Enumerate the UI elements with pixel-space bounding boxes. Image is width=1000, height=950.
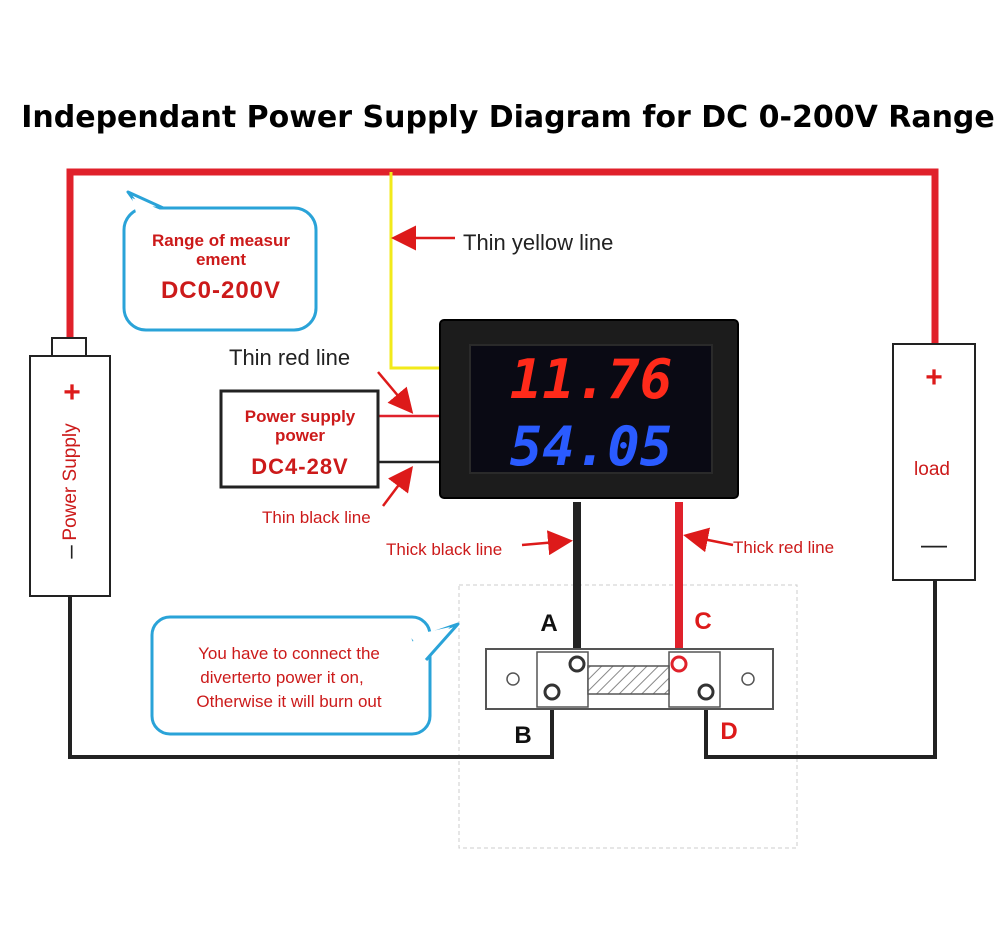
thick-black-label: Thick black line <box>386 540 502 559</box>
shunt-resistor <box>485 648 774 710</box>
supply-minus-sign: – <box>57 545 84 559</box>
thin-black-label: Thin black line <box>262 508 371 527</box>
power-supply-battery: + Power Supply – <box>29 337 111 597</box>
current-readout: 54.05 <box>510 415 673 478</box>
supply-plus-sign: + <box>63 376 81 409</box>
range-bubble-value: DC0-200V <box>161 277 281 304</box>
supply-label: Power Supply <box>60 423 81 541</box>
thin-yellow-wire <box>389 172 442 370</box>
power-box-line1: Power supply <box>245 407 356 426</box>
terminal-c <box>670 655 688 673</box>
range-bubble-line2: ement <box>196 250 246 269</box>
load-label: load <box>914 459 950 480</box>
power-box-value: DC4-28V <box>251 454 348 479</box>
thick-red-arrow <box>683 527 734 553</box>
range-bubble: Range of measur ement DC0-200V <box>122 190 318 332</box>
thick-red-label: Thick red line <box>733 538 834 557</box>
terminal-a <box>568 655 586 673</box>
thin-red-arrow <box>377 371 414 414</box>
range-bubble-line1: Range of measur <box>152 231 290 250</box>
warning-bubble: You have to connect the diverterto power… <box>150 615 460 736</box>
point-c-label: C <box>694 608 711 635</box>
terminal-b <box>543 683 561 701</box>
load-minus-sign: — <box>921 529 947 559</box>
diagram-title: Independant Power Supply Diagram for DC … <box>21 100 995 135</box>
thin-yellow-label: Thin yellow line <box>463 230 613 255</box>
supply-negative-wire <box>68 596 554 759</box>
voltage-readout: 11.76 <box>510 348 673 411</box>
warning-line2: diverterto power it on, <box>200 668 363 687</box>
load-box: + load — <box>892 343 976 581</box>
thin-black-arrow <box>382 466 413 507</box>
point-d-label: D <box>720 718 737 745</box>
point-a-label: A <box>540 610 557 637</box>
shunt-dashed-outline <box>458 584 798 849</box>
volt-amp-meter: 11.76 54.05 <box>439 319 739 499</box>
point-b-label: B <box>514 722 531 749</box>
thin-red-label: Thin red line <box>229 345 350 370</box>
warning-line1: You have to connect the <box>198 644 380 663</box>
top-red-wire <box>66 168 939 344</box>
terminal-d <box>697 683 715 701</box>
power-input-box: Power supply power DC4-28V <box>219 389 380 489</box>
load-plus-sign: + <box>925 361 943 394</box>
load-negative-wire <box>704 580 937 759</box>
power-box-line2: power <box>275 426 325 445</box>
warning-line3: Otherwise it will burn out <box>196 692 381 711</box>
thick-black-arrow <box>521 530 573 556</box>
